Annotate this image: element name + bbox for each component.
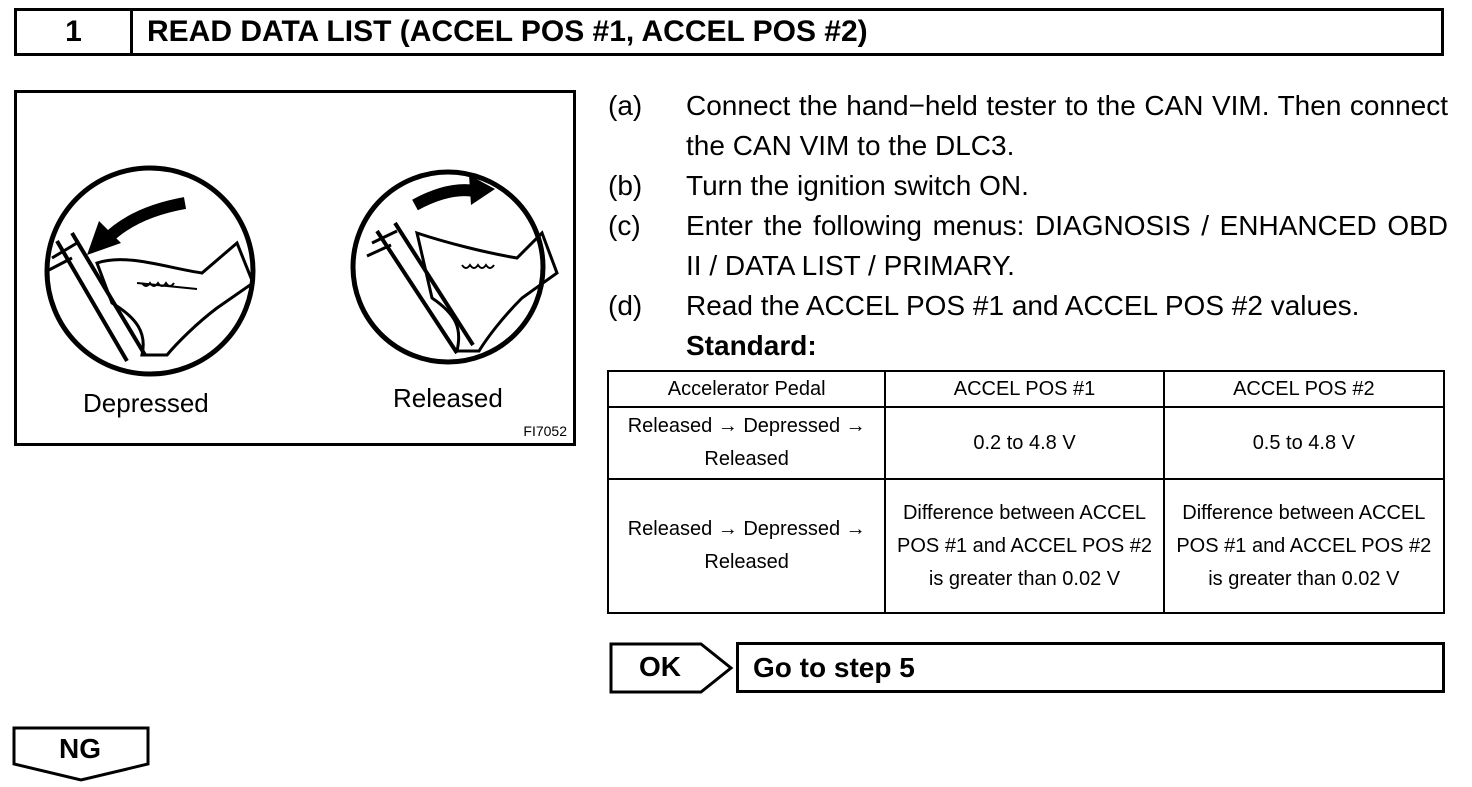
table-cell: Difference between ACCEL POS #1 and ACCE… bbox=[884, 478, 1165, 614]
ok-label: OK bbox=[639, 651, 681, 682]
instruction-text: Connect the hand−held tester to the CAN … bbox=[686, 90, 1448, 161]
go-to-step-box: Go to step 5 bbox=[736, 642, 1445, 693]
ng-label: NG bbox=[59, 733, 101, 764]
step-title: READ DATA LIST (ACCEL POS #1, ACCEL POS … bbox=[147, 15, 868, 48]
step-number: 1 bbox=[17, 11, 133, 53]
instruction-text: Turn the ignition switch ON. bbox=[686, 170, 1029, 201]
instruction-letter: (b) bbox=[608, 170, 643, 201]
instruction-item: (b) Turn the ignition switch ON. bbox=[608, 166, 1448, 206]
table-header-row: Accelerator Pedal ACCEL POS #1 ACCEL POS… bbox=[606, 370, 1446, 408]
depressed-label: Depressed bbox=[83, 388, 209, 418]
step-header: 1 READ DATA LIST (ACCEL POS #1, ACCEL PO… bbox=[14, 8, 1444, 56]
ok-arrow-shape bbox=[609, 642, 734, 694]
table-header-cell: Accelerator Pedal bbox=[606, 370, 887, 408]
figure-code: FI7052 bbox=[523, 423, 567, 439]
depressed-pedal-drawing bbox=[44, 165, 256, 377]
pedal-illustration-drawing bbox=[44, 165, 559, 377]
table-cell: 0.2 to 4.8 V bbox=[884, 406, 1165, 480]
instruction-item: (d) Read the ACCEL POS #1 and ACCEL POS … bbox=[608, 286, 1448, 326]
ng-result: NG bbox=[12, 726, 152, 787]
ok-result: OK bbox=[609, 642, 735, 699]
instruction-item: (a) Connect the hand−held tester to the … bbox=[608, 86, 1448, 166]
instruction-letter: (d) bbox=[608, 290, 643, 321]
instruction-letter: (a) bbox=[608, 90, 643, 121]
table-cell: Released → Depressed → Released bbox=[606, 478, 887, 614]
pedal-illustration: Depressed Released FI7052 bbox=[14, 90, 576, 446]
table-header-cell: ACCEL POS #1 bbox=[884, 370, 1165, 408]
table-cell: 0.5 to 4.8 V bbox=[1162, 406, 1446, 480]
instruction-text: Read the ACCEL POS #1 and ACCEL POS #2 v… bbox=[686, 290, 1360, 321]
table-row: Released → Depressed → Released Differen… bbox=[606, 478, 1446, 614]
instruction-list: (a) Connect the hand−held tester to the … bbox=[608, 86, 1448, 366]
table-cell: Released → Depressed → Released bbox=[606, 406, 887, 480]
instruction-item: (c) Enter the following menus: DIAGNOSIS… bbox=[608, 206, 1448, 286]
ng-arrow-shape bbox=[12, 726, 150, 782]
instruction-text: Enter the following menus: DIAGNOSIS / E… bbox=[686, 210, 1448, 281]
standard-label: Standard: bbox=[686, 330, 817, 361]
released-label: Released bbox=[393, 383, 503, 413]
table-row: Released → Depressed → Released 0.2 to 4… bbox=[606, 406, 1446, 480]
table-cell: Difference between ACCEL POS #1 and ACCE… bbox=[1162, 478, 1446, 614]
standard-table: Accelerator Pedal ACCEL POS #1 ACCEL POS… bbox=[606, 370, 1446, 614]
instruction-letter: (c) bbox=[608, 210, 641, 241]
table-header-cell: ACCEL POS #2 bbox=[1162, 370, 1446, 408]
released-pedal-drawing bbox=[350, 169, 559, 365]
